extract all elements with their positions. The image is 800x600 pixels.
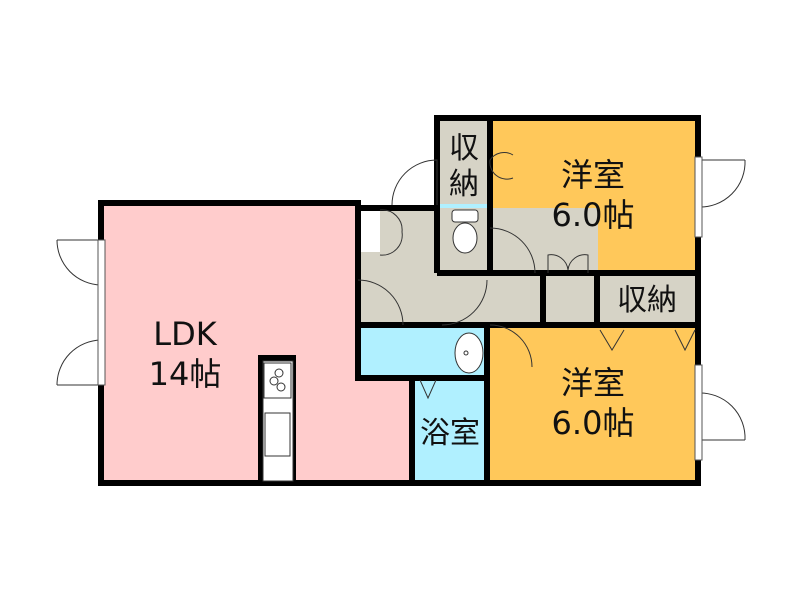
storage1-label-bottom: 納 bbox=[449, 167, 479, 202]
bathtub-fixture bbox=[454, 332, 484, 374]
door-swings bbox=[56, 151, 746, 441]
kitchen-counter bbox=[258, 355, 296, 483]
storage-2 bbox=[597, 273, 698, 325]
room-western-2 bbox=[490, 325, 698, 483]
ldk-size: 14帖 bbox=[149, 355, 222, 393]
genkan-shoe-area bbox=[358, 208, 380, 252]
western2-size: 6.0帖 bbox=[552, 404, 635, 442]
sink-icon bbox=[264, 412, 291, 457]
western1-name: 洋室 bbox=[561, 156, 625, 194]
western1-size: 6.0帖 bbox=[552, 196, 635, 234]
hall-closet bbox=[543, 273, 597, 325]
ldk-name: LDK bbox=[153, 315, 217, 353]
windows bbox=[97, 156, 703, 461]
storage1-label-top: 収 bbox=[449, 131, 479, 166]
bath-label: 浴室 bbox=[420, 416, 480, 451]
toilet-fixture bbox=[451, 209, 479, 254]
bathroom bbox=[412, 378, 487, 483]
storage2-label: 収納 bbox=[617, 283, 677, 318]
room-ldk bbox=[101, 203, 412, 483]
storage-1 bbox=[437, 118, 490, 204]
western2-name: 洋室 bbox=[561, 364, 625, 402]
